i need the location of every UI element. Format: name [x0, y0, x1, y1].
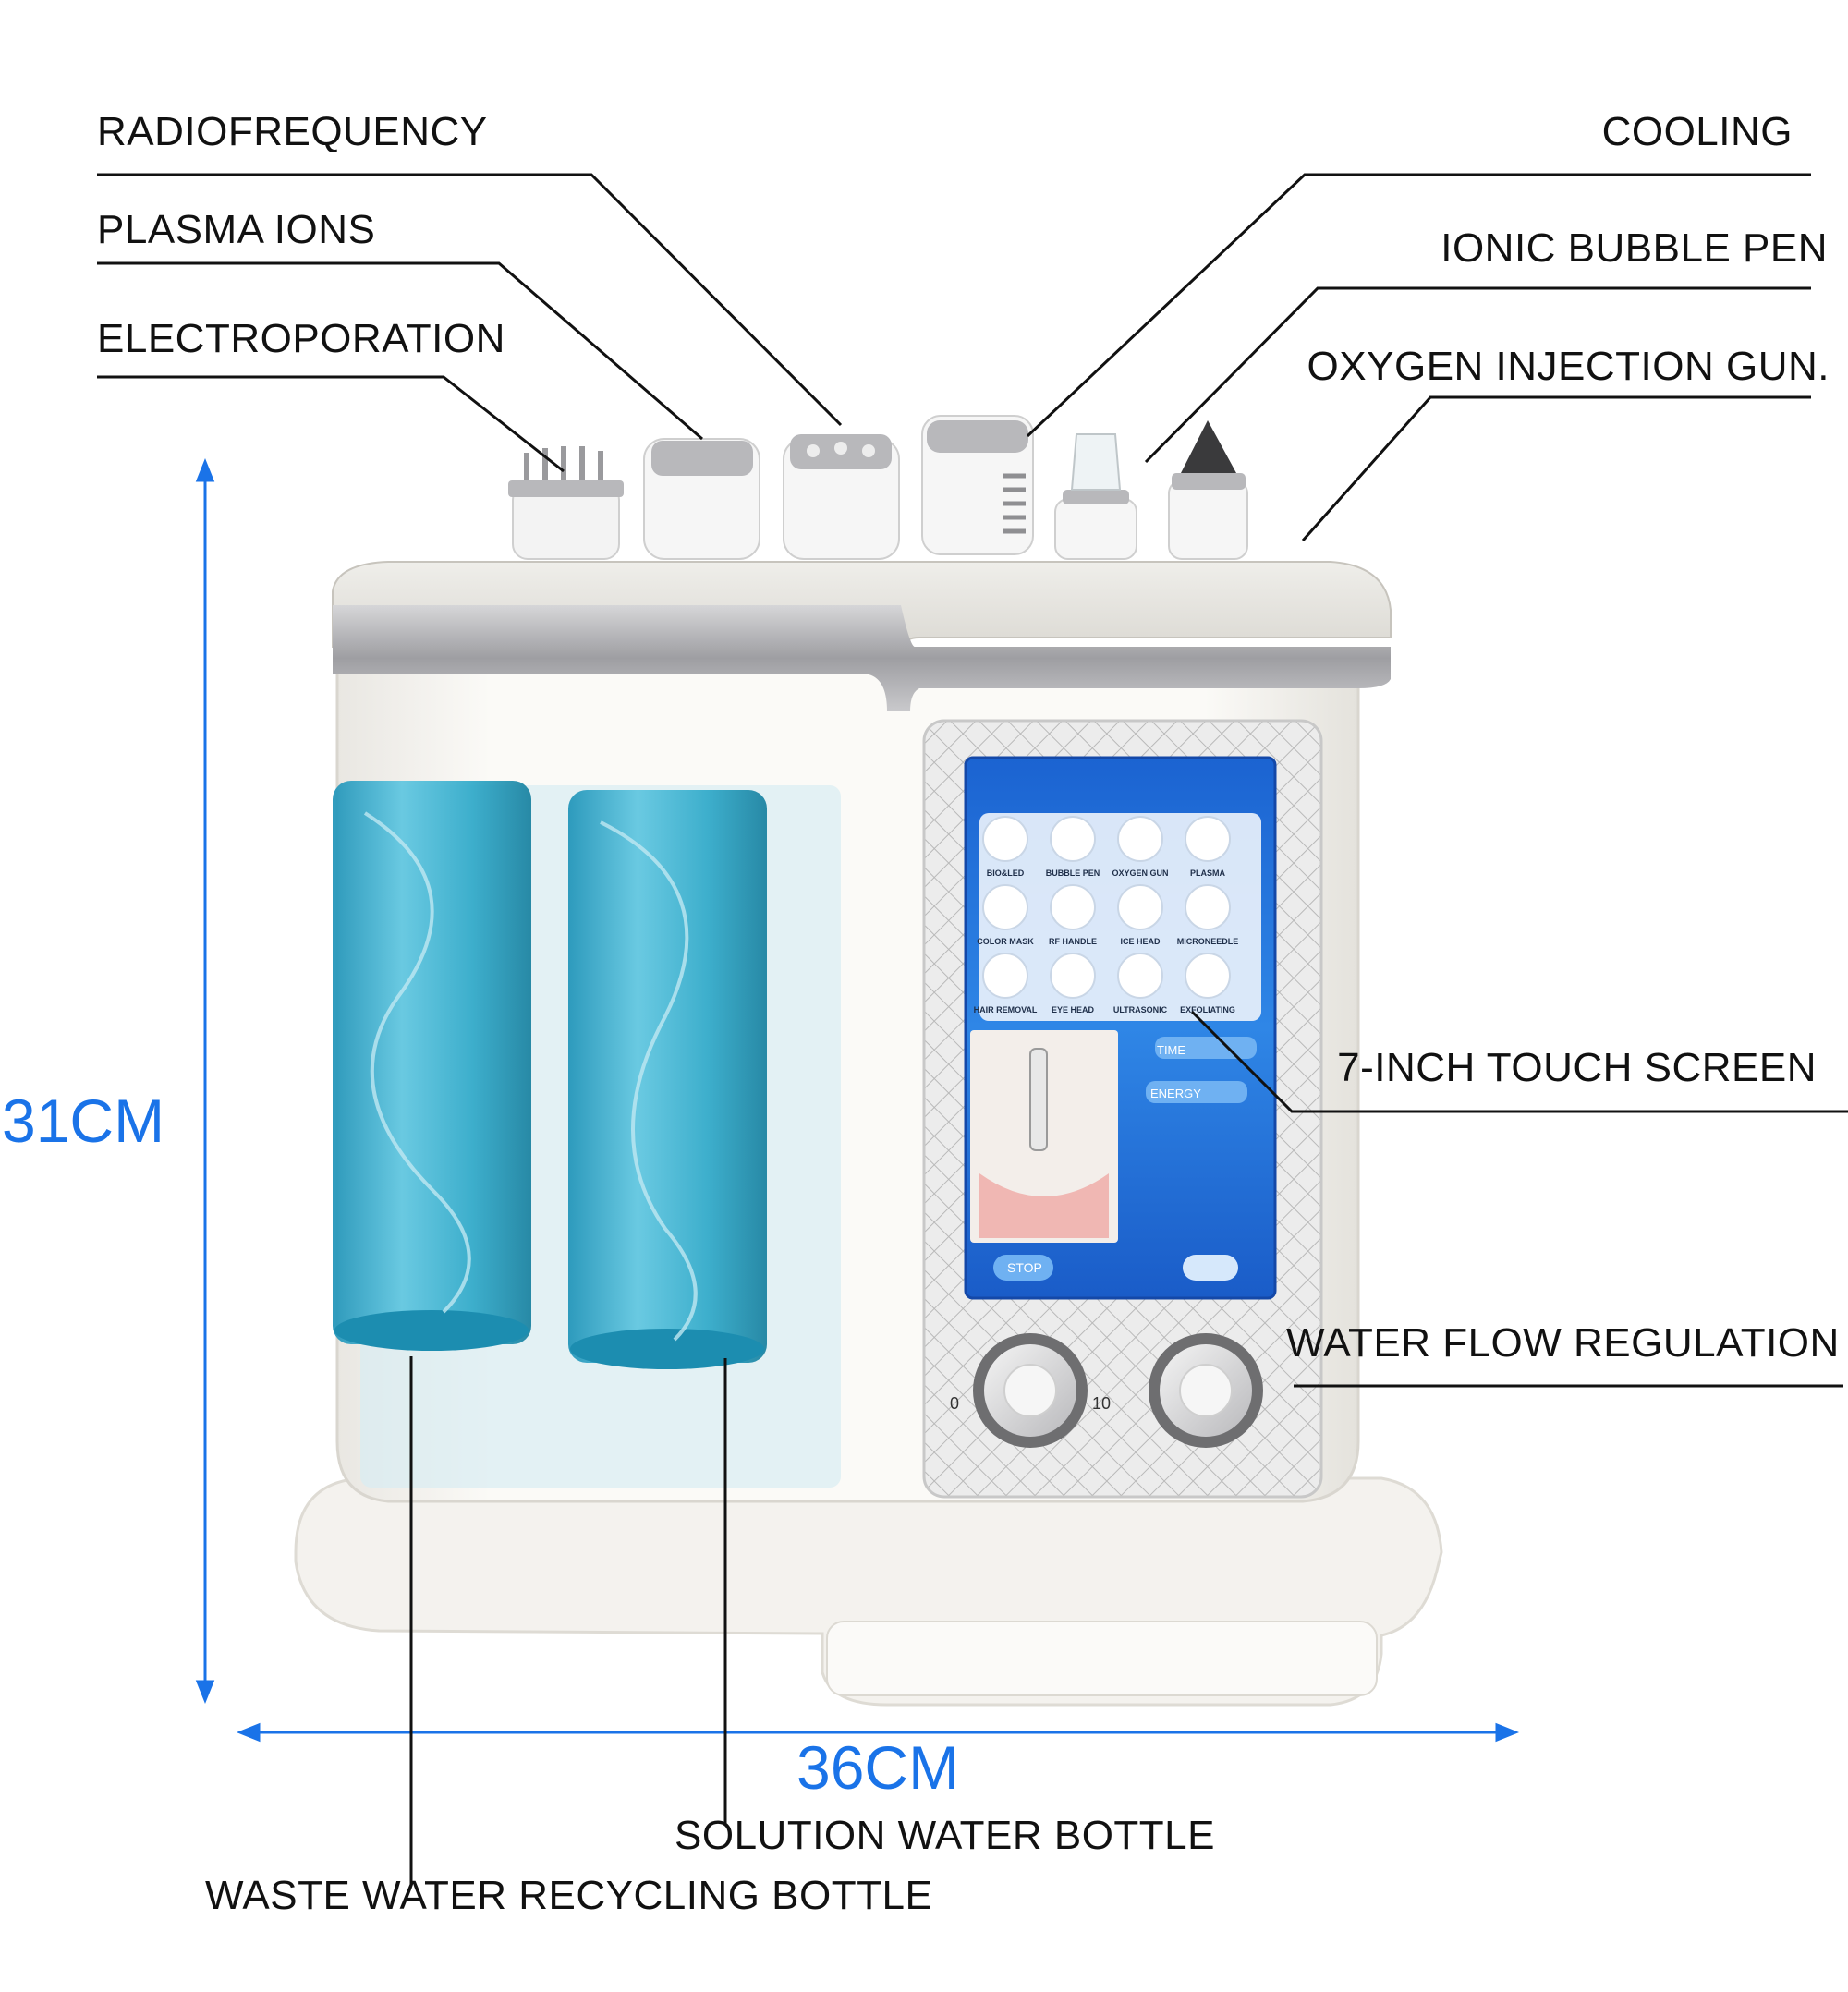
screen-icon-label: HAIR REMOVAL: [974, 1005, 1038, 1014]
energy-bar: [1146, 1081, 1247, 1103]
callout-lines: [97, 173, 1848, 1885]
chrome-band: [333, 605, 1391, 711]
ionic-bubble-pen-head: [1054, 433, 1137, 560]
time-label: TIME: [1157, 1043, 1185, 1057]
height-dimension-arrow: [195, 457, 215, 1705]
screen-icon-microneedle[interactable]: MICRONEEDLE: [1177, 884, 1239, 946]
screen-icon-circle: [1050, 884, 1096, 930]
callout-radiofrequency: [97, 173, 843, 427]
callout-plasma-ions: [97, 261, 703, 441]
screen-icon-circle: [982, 884, 1028, 930]
screen-icon-ice-head[interactable]: ICE HEAD: [1117, 884, 1163, 946]
screen-icon-circle: [1185, 816, 1231, 862]
waste-bottle: [333, 781, 531, 1344]
screen-icon-label: OXYGEN GUN: [1112, 868, 1168, 878]
screen-icon-exfoliating[interactable]: EXFOLIATING: [1180, 953, 1235, 1014]
knob-max-label: 10: [1092, 1394, 1111, 1413]
start-button[interactable]: [1183, 1255, 1238, 1281]
screen-icon-hair-removal[interactable]: HAIR REMOVAL: [974, 953, 1038, 1014]
screen-icon-plasma[interactable]: PLASMA: [1185, 816, 1231, 878]
label-ionic-bubble-pen: IONIC BUBBLE PEN: [1441, 225, 1828, 271]
callout-ionic-bubble-pen: [1144, 286, 1811, 464]
label-waste-water-bottle: WASTE WATER RECYCLING BOTTLE: [205, 1873, 933, 1918]
label-water-flow-regulation: WATER FLOW REGULATION: [1286, 1320, 1840, 1366]
screen-icon-bubble-pen[interactable]: BUBBLE PEN: [1046, 816, 1100, 878]
callout-oxygen: [1301, 395, 1811, 541]
screen-icon-eye-head[interactable]: EYE HEAD: [1050, 953, 1096, 1014]
label-radiofrequency: RADIOFREQUENCY: [97, 109, 488, 154]
stop-button[interactable]: [993, 1255, 1053, 1281]
knob-left[interactable]: [973, 1333, 1088, 1448]
label-solution-water-bottle: SOLUTION WATER BOTTLE: [675, 1813, 1215, 1858]
electroporation-head: [508, 446, 624, 560]
screen-icon-label: PLASMA: [1190, 868, 1226, 878]
width-dimension-label: 36CM: [796, 1733, 960, 1802]
screen-icon-oxygen-gun[interactable]: OXYGEN GUN: [1112, 816, 1169, 878]
label-oxygen-injection-gun: OXYGEN INJECTION GUN.: [1307, 344, 1830, 389]
label-touch-screen: 7-INCH TOUCH SCREEN: [1337, 1045, 1817, 1090]
radiofrequency-head: [783, 434, 900, 560]
callout-cooling: [1026, 173, 1811, 438]
label-electroporation: ELECTROPORATION: [97, 316, 505, 361]
screen-icon-color-mask[interactable]: COLOR MASK: [977, 884, 1034, 946]
label-cooling: COOLING: [1601, 109, 1793, 154]
label-plasma-ions: PLASMA IONS: [97, 207, 376, 252]
screen-icon-label: BIO&LED: [987, 868, 1025, 878]
screen-icon-circle: [982, 816, 1028, 862]
screen-icon-circle: [1117, 884, 1163, 930]
callout-touch-screen: [1190, 1010, 1848, 1113]
screen-icon-bio-led[interactable]: BIO&LED: [982, 816, 1028, 878]
screen-icon-label: BUBBLE PEN: [1046, 868, 1100, 878]
screen-icon-label: ULTRASONIC: [1113, 1005, 1168, 1014]
screen-icon-label: RF HANDLE: [1049, 937, 1097, 946]
screen-icon-circle: [1117, 953, 1163, 999]
oxygen-injection-gun-head: [1168, 420, 1248, 560]
screen-icon-circle: [1185, 884, 1231, 930]
screen-icon-grid: BIO&LED BUBBLE PEN OXYGEN GUN PLASMA COLOR M…: [974, 816, 1239, 1014]
time-bar: [1155, 1037, 1257, 1059]
screen-icon-circle: [1050, 816, 1096, 862]
knob-min-label: 0: [950, 1394, 959, 1413]
screen-icon-ultrasonic[interactable]: ULTRASONIC: [1113, 953, 1168, 1014]
screen-icon-circle: [1117, 816, 1163, 862]
screen-icon-circle: [982, 953, 1028, 999]
drawer-tray: [826, 1621, 1378, 1696]
energy-label: ENERGY: [1150, 1087, 1201, 1100]
stop-label: STOP: [1007, 1260, 1042, 1275]
callout-electroporation: [97, 375, 565, 473]
screen-icon-label: COLOR MASK: [977, 937, 1034, 946]
width-dimension-arrow: [236, 1722, 1520, 1743]
solution-bottle: [568, 790, 767, 1363]
screen-icon-rf-handle[interactable]: RF HANDLE: [1049, 884, 1097, 946]
plasma-ion-head: [643, 438, 760, 560]
screen-icon-label: ICE HEAD: [1120, 937, 1161, 946]
screen-icon-label: EYE HEAD: [1052, 1005, 1095, 1014]
screen-icon-circle: [1185, 953, 1231, 999]
knob-right[interactable]: [1149, 1333, 1263, 1448]
screen-icon-label: EXFOLIATING: [1180, 1005, 1235, 1014]
height-dimension-label: 31CM: [2, 1087, 165, 1155]
screen-icon-label: MICRONEEDLE: [1177, 937, 1239, 946]
cooling-head: [921, 415, 1034, 555]
screen-icon-circle: [1050, 953, 1096, 999]
